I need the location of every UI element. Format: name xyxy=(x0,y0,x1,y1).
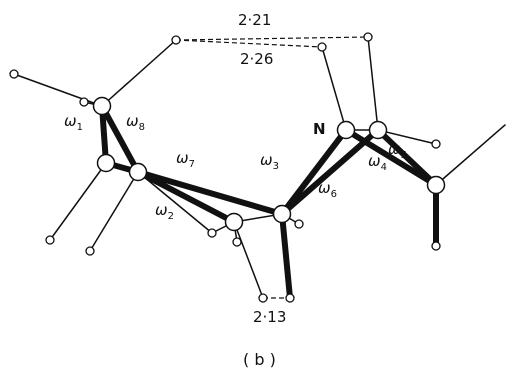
ring-atoms xyxy=(92,96,446,232)
torsion-label-1: ω1 xyxy=(64,112,83,133)
torsion-label-8: ω8 xyxy=(126,112,145,133)
distance-label-lower: 2·13 xyxy=(253,308,286,326)
torsion-label-6: ω6 xyxy=(318,179,337,200)
atom-c4 xyxy=(368,120,388,140)
atom-c5 xyxy=(426,175,446,195)
torsion-label-4: ω4 xyxy=(368,152,387,173)
panel-label: ( b ) xyxy=(243,350,276,369)
atom-c6 xyxy=(272,204,292,224)
atom-n xyxy=(336,120,356,140)
torsion-label-7: ω7 xyxy=(176,149,195,170)
torsion-label-5: ω5 xyxy=(388,140,407,161)
torsion-label-3: ω3 xyxy=(260,151,279,172)
nitrogen-label: N xyxy=(313,120,326,138)
distance-label-upper-1: 2·21 xyxy=(238,11,271,29)
torsion-label-2: ω2 xyxy=(155,201,174,222)
atom-c3 xyxy=(224,212,244,232)
atom-c8 xyxy=(92,96,112,116)
atom-c7 xyxy=(96,153,116,173)
hydrogen-atoms xyxy=(9,32,441,303)
ring-bonds xyxy=(99,103,439,301)
atom-c2 xyxy=(128,162,148,182)
distance-label-upper-2: 2·26 xyxy=(240,50,273,68)
